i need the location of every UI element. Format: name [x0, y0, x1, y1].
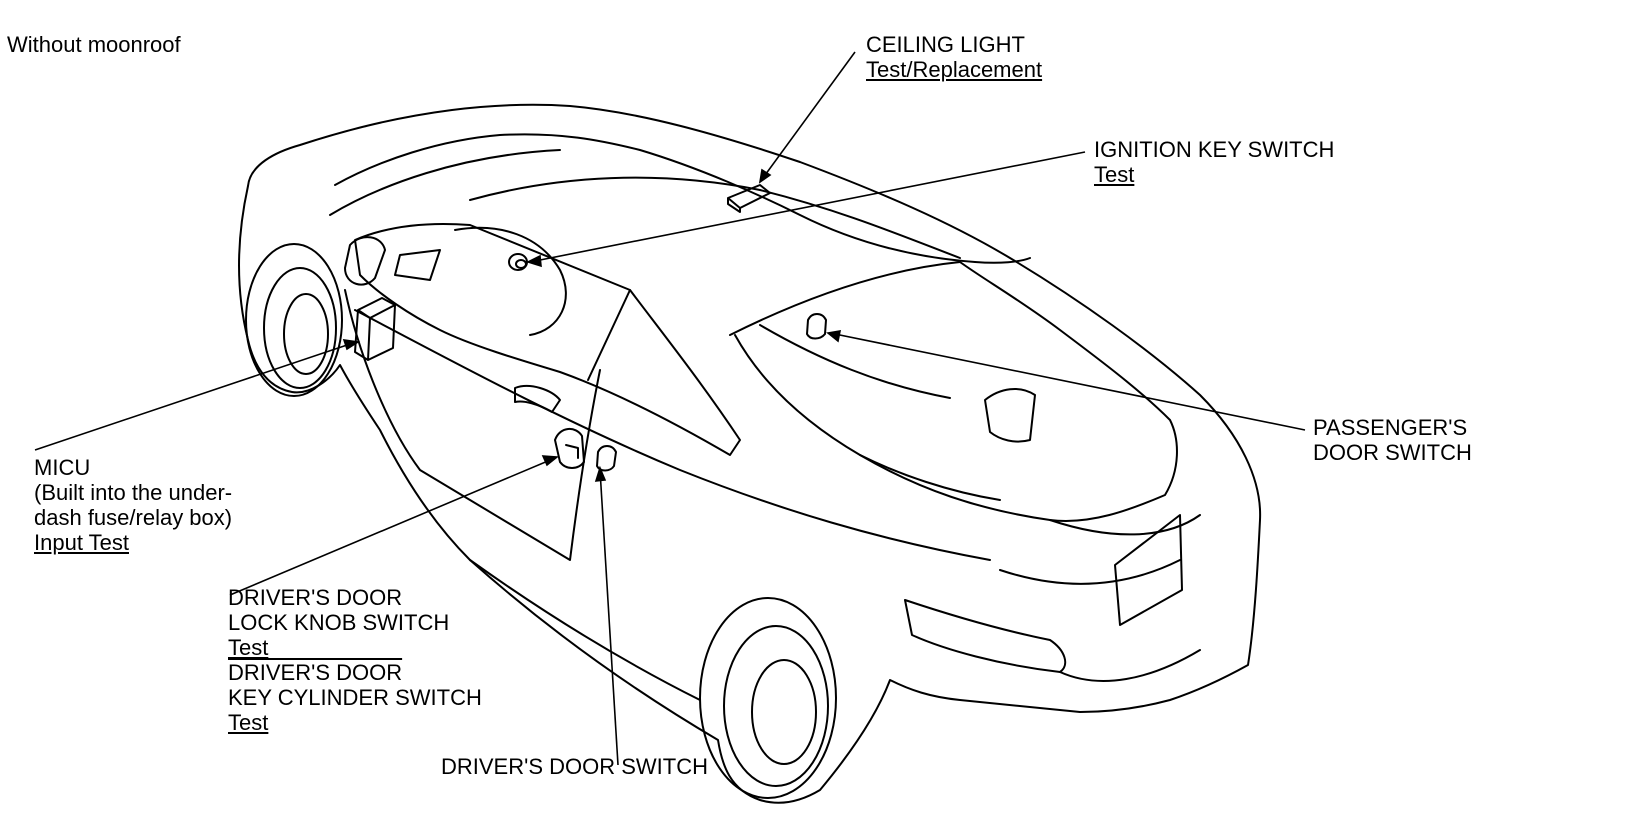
arrowhead-drivers-door-switch: [594, 465, 607, 482]
leader-drivers-door-switch: [599, 469, 619, 766]
arrowhead-passengers-door-switch: [826, 330, 842, 343]
front-wheel: [245, 243, 343, 397]
micu-note-line2: dash fuse/relay box): [34, 505, 233, 530]
ignition-key-switch-component: [508, 253, 528, 271]
drivers-door-switch-callout: DRIVER'S DOOR SWITCH: [441, 754, 708, 779]
passengers-door-switch-component: [806, 313, 827, 340]
leader-passengers-door-switch: [829, 332, 1306, 431]
dashboard-gauge: [454, 226, 567, 336]
key-cylinder-switch-line1: DRIVER'S DOOR: [228, 660, 403, 685]
lock-knob-switch-line2: LOCK KNOB SWITCH: [228, 610, 450, 635]
ignition-key-switch-test-link[interactable]: Test: [1094, 162, 1135, 187]
ceiling-light-test-link[interactable]: Test/Replacement: [866, 57, 1043, 82]
ignition-key-switch-title: IGNITION KEY SWITCH: [1094, 137, 1335, 162]
micu-input-test-link[interactable]: Input Test: [34, 530, 129, 555]
b-pillar: [587, 289, 631, 381]
taillight: [904, 599, 1067, 673]
micu-title: MICU: [34, 455, 91, 480]
ignition-key-switch-callout: IGNITION KEY SWITCH Test: [1094, 137, 1334, 187]
leader-ceiling-light: [759, 51, 856, 183]
rocker-line: [469, 559, 701, 701]
arrowhead-lock-knob-switch: [541, 455, 560, 467]
lock-knob-key-cylinder-switch-component: [554, 428, 585, 469]
side-window: [354, 222, 741, 456]
door-handle: [514, 384, 561, 413]
leader-ignition-key-switch: [529, 151, 1086, 263]
ceiling-light-title: CEILING LIGHT: [866, 32, 1025, 57]
windshield-outline: [334, 133, 1031, 264]
trunk-lower-edge: [999, 559, 1181, 585]
arrowhead-ceiling-light: [758, 168, 772, 184]
roof-center-line: [469, 176, 961, 259]
arrowhead-micu: [342, 339, 361, 351]
rear-wheel: [699, 597, 837, 799]
variant-caption: Without moonroof: [7, 32, 181, 57]
passengers-door-switch-line2: DOOR SWITCH: [1313, 440, 1472, 465]
rear-bumper-line: [1059, 649, 1201, 682]
rear-deck-line: [859, 454, 1001, 501]
leader-micu: [34, 341, 357, 451]
rear-defroster-line: [759, 324, 951, 399]
key-cylinder-switch-test-link[interactable]: Test: [228, 710, 269, 735]
ceiling-light-callout: CEILING LIGHT Test/Replacement: [866, 32, 1042, 82]
micu-box-component: [354, 297, 396, 361]
side-mirror: [344, 236, 386, 286]
trunk-edge: [1049, 514, 1201, 536]
key-cylinder-switch-line2: KEY CYLINDER SWITCH: [228, 685, 482, 710]
third-brake-light: [984, 388, 1036, 443]
roof-rear-edge: [729, 261, 961, 336]
steering-area: [394, 249, 441, 281]
roof-front-edge: [329, 149, 561, 216]
driver-door-outline: [344, 289, 601, 561]
lock-knob-switch-test-link[interactable]: Test: [228, 635, 269, 660]
license-plate-recess: [1114, 514, 1183, 626]
body-crease: [354, 309, 991, 561]
car-body-outline: [237, 103, 1262, 804]
arrowhead-ignition-key-switch: [525, 254, 542, 268]
passengers-door-switch-line1: PASSENGER'S: [1313, 415, 1468, 440]
rear-window: [734, 261, 1178, 522]
leader-lock-knob-switch: [229, 457, 556, 596]
passengers-door-switch-callout: PASSENGER'S DOOR SWITCH: [1313, 415, 1472, 465]
ceiling-light-component: [727, 184, 771, 213]
micu-note-line1: (Built into the under-: [34, 480, 233, 505]
micu-callout: MICU (Built into the under- dash fuse/re…: [34, 455, 232, 555]
lock-knob-switch-callout: DRIVER'S DOOR LOCK KNOB SWITCH Test DRIV…: [228, 585, 482, 735]
drivers-door-switch-title: DRIVER'S DOOR SWITCH: [441, 754, 708, 779]
lock-knob-switch-line1: DRIVER'S DOOR: [228, 585, 403, 610]
